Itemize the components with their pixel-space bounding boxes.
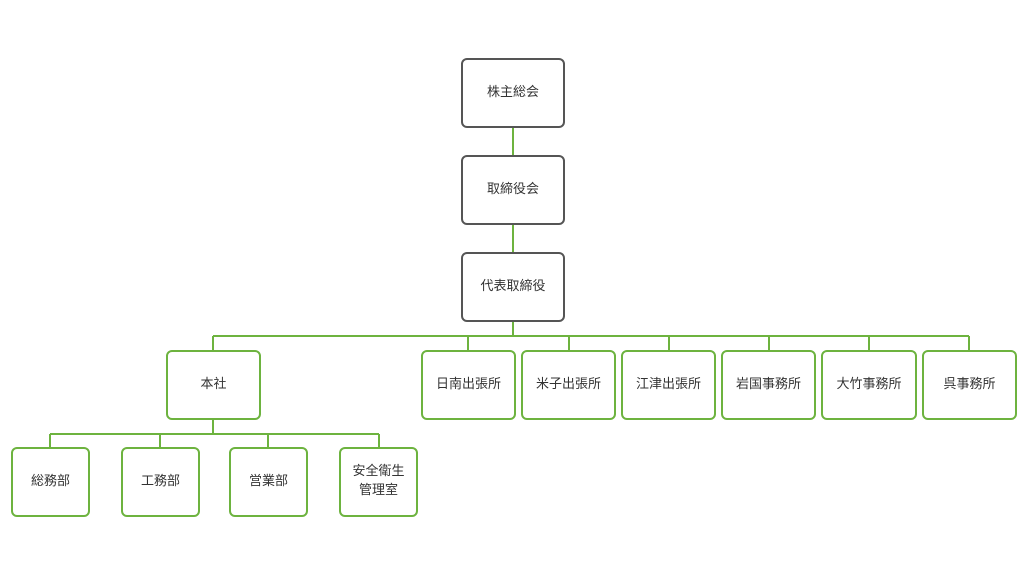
node-nichinan-branch: 日南出張所 — [421, 350, 516, 420]
node-board-of-directors: 取締役会 — [461, 155, 565, 225]
node-shareholders-meeting: 株主総会 — [461, 58, 565, 128]
node-representative-director: 代表取締役 — [461, 252, 565, 322]
node-construction-dept: 工務部 — [121, 447, 200, 517]
node-safety-office: 安全衛生 管理室 — [339, 447, 418, 517]
node-general-affairs-dept: 総務部 — [11, 447, 90, 517]
node-sales-dept: 営業部 — [229, 447, 308, 517]
node-gotsu-branch: 江津出張所 — [621, 350, 716, 420]
node-iwakuni-office: 岩国事務所 — [721, 350, 816, 420]
node-yonago-branch: 米子出張所 — [521, 350, 616, 420]
node-head-office: 本社 — [166, 350, 261, 420]
node-otake-office: 大竹事務所 — [821, 350, 917, 420]
node-kure-office: 呉事務所 — [922, 350, 1017, 420]
